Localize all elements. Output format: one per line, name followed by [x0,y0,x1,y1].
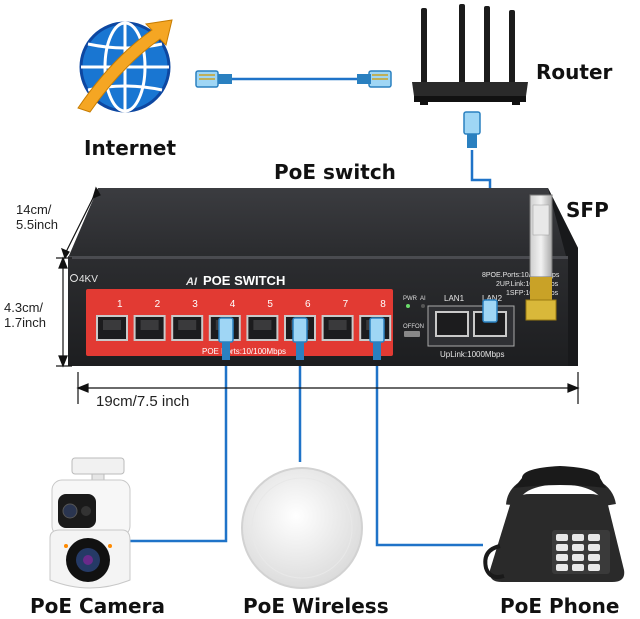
lan2-label: LAN2 [482,294,503,303]
uplink-label: UpLink:1000Mbps [440,350,504,359]
poe-port-number: 8 [380,299,386,310]
rj45-connector-port6 [292,317,308,360]
sfp-module-icon [525,194,557,321]
rj45-connector-left [195,70,232,88]
depth-dimension-line1: 14cm/ [16,202,52,217]
phone-cable [375,360,483,547]
router-label: Router [536,60,613,84]
poe-port-socket [178,320,197,330]
height-dimension-line1: 4.3cm/ [4,300,44,315]
camera-cable [130,360,228,543]
spec-line-1: 8POE.Ports:10/100Mbps [482,272,560,279]
poe-port-number: 3 [192,299,198,310]
poe-camera-label: PoE Camera [30,594,165,618]
switch-right-face [548,188,578,366]
poe-port-number: 2 [155,299,161,310]
poe-port-socket [140,320,159,330]
lan1-label: LAN1 [444,294,465,303]
poe-speed-label: POE Ports:10/100Mbps [202,347,286,356]
poe-port-number: 4 [230,299,236,310]
poe-phone-label: PoE Phone [500,594,620,618]
pwr-label: PWR [403,296,418,302]
switch-top-face [68,188,578,258]
poe-port-number: 1 [117,299,123,310]
on-label: ON [415,324,424,330]
pwr-led [406,304,410,308]
sfp-label: SFP [566,198,609,222]
poe-switch-label: PoE switch [274,160,396,184]
ai-toggle-switch[interactable] [404,331,420,337]
rj45-connector-port4 [218,317,234,360]
rj45-connector-port8 [369,317,385,360]
camera-icon [49,457,131,589]
off-label: OFF [403,324,415,330]
internet-label: Internet [84,136,177,160]
surge-label: 4KV [79,274,98,285]
surge-icon [70,274,78,282]
height-dimension: 4.3cm/ 1.7inch [4,300,46,330]
rj45-connector-right [357,70,392,88]
rj45-connector-lan2 [482,299,498,323]
poe-port-socket [103,320,121,330]
brand-prefix: AI [185,276,198,288]
poe-port-number: 5 [267,299,273,310]
dimension-lines [56,186,580,404]
poe-wireless-label: PoE Wireless [243,594,389,618]
globe-icon [77,19,173,113]
height-dimension-line2: 1.7inch [4,315,46,330]
width-dimension: 19cm/7.5 inch [96,393,190,410]
phone-icon [483,466,625,582]
access-point-icon [241,467,363,589]
depth-dimension-line2: 5.5inch [16,217,58,232]
poe-port-number: 6 [305,299,311,310]
poe-port-number: 7 [343,299,349,310]
depth-dimension: 14cm/ 5.5inch [16,202,58,232]
switch-title: POE SWITCH [203,273,285,288]
lan-port-1[interactable] [435,311,469,337]
spec-line-2: 2UP.Link:1000Mbps [496,281,559,288]
poe-port-socket [328,320,347,330]
ai-led [421,304,425,308]
router-icon [412,4,528,105]
poe-port-socket [253,320,272,330]
rj45-connector-router [463,111,481,148]
ai-label: AI [420,296,426,302]
